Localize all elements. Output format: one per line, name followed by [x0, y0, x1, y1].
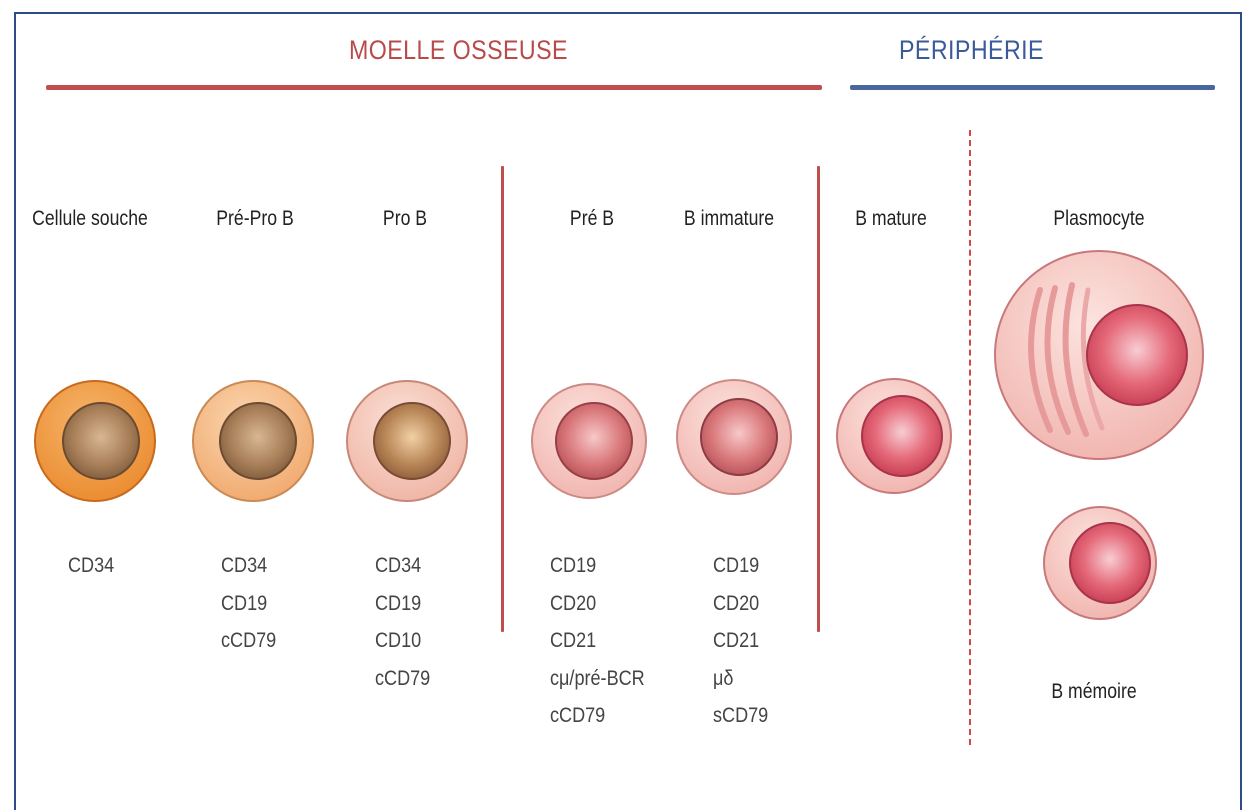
- marker: CD34: [68, 547, 114, 585]
- b-immature-cell: [677, 380, 791, 494]
- markers-pre-pro-b: CD34 CD19 cCD79: [221, 547, 276, 660]
- marker: CD21: [713, 622, 768, 660]
- markers-pro-b: CD34 CD19 CD10 cCD79: [375, 547, 430, 697]
- marker: CD34: [221, 547, 276, 585]
- b-mature-cell: [837, 379, 951, 493]
- markers-cellule-souche: CD34: [68, 547, 114, 585]
- marker: cμ/pré-BCR: [550, 660, 645, 698]
- marker: CD19: [550, 547, 645, 585]
- b-memoire-cell: [1044, 507, 1156, 619]
- markers-pre-b: CD19 CD20 CD21 cμ/pré-BCR cCD79: [550, 547, 645, 735]
- markers-b-immature: CD19 CD20 CD21 μδ sCD79: [713, 547, 768, 735]
- plasmocyte-cell: [995, 251, 1203, 459]
- marker: cCD79: [550, 697, 645, 735]
- marker: CD19: [713, 547, 768, 585]
- marker: CD34: [375, 547, 430, 585]
- marker: CD20: [550, 585, 645, 623]
- marker: CD10: [375, 622, 430, 660]
- cellule-souche-cell: [35, 381, 155, 501]
- pre-b-cell: [532, 384, 646, 498]
- marker: CD20: [713, 585, 768, 623]
- marker: CD19: [375, 585, 430, 623]
- marker: μδ: [713, 660, 768, 698]
- marker: cCD79: [221, 622, 276, 660]
- pro-b-cell: [347, 381, 467, 501]
- marker: CD19: [221, 585, 276, 623]
- marker: CD21: [550, 622, 645, 660]
- marker: sCD79: [713, 697, 768, 735]
- marker: cCD79: [375, 660, 430, 698]
- pre-pro-b-cell: [193, 381, 313, 501]
